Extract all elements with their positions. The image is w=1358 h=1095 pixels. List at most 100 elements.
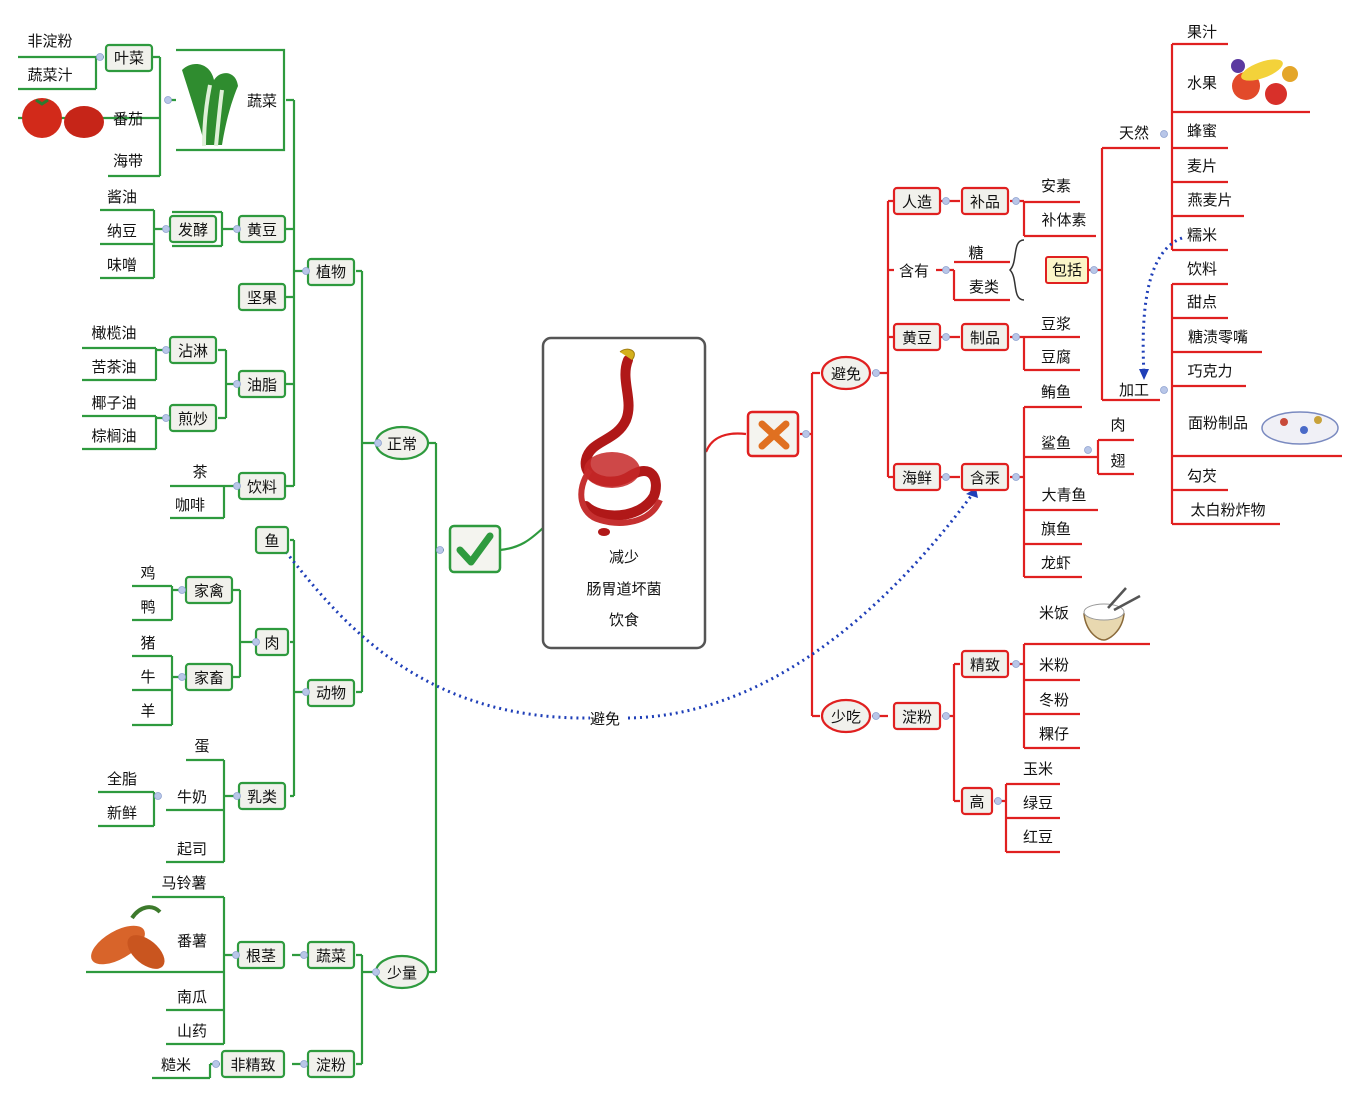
node-include-label: 包括 [1052,261,1082,279]
left-leaf-labels: 非淀粉 蔬菜汁 番茄 海带 酱油 纳豆 味噌 橄榄油 苦茶油 椰子油 棕榈油 茶… [27,32,209,1074]
cross-node[interactable] [746,410,800,458]
node-product[interactable] [960,322,1010,352]
leaf-lamb: 羊 [140,702,155,720]
node-poultry[interactable] [184,575,234,605]
node-refined[interactable] [960,649,1010,679]
leaf-veg-juice: 蔬菜汁 [27,66,72,84]
node-root-label: 根茎 [246,947,276,965]
leaf-coconut-oil: 椰子油 [91,394,136,412]
node-mercury[interactable] [960,462,1010,492]
node-starch[interactable] [306,1049,356,1079]
cross-icon [758,420,790,450]
leaf-fruit: 水果 [1187,74,1217,92]
leaf-honey: 蜂蜜 [1187,122,1217,140]
node-soybean-r[interactable] [892,322,942,352]
node-nuts-label: 坚果 [247,289,277,307]
node-dip[interactable] [168,335,218,365]
leaf-shark-meat: 肉 [1110,416,1125,434]
leaf-sugar: 糖 [968,244,983,262]
leaf-tofu: 豆腐 [1041,348,1071,366]
node-vegetable-label: 蔬菜 [247,92,277,110]
node-less-eat[interactable] [820,698,872,734]
node-supplement[interactable] [960,186,1010,216]
tomato-icon [22,98,104,138]
node-leafy-label: 叶菜 [114,49,144,67]
leaf-yam: 山药 [177,1022,207,1040]
node-unrefined-label: 非精致 [230,1056,275,1074]
node-fish-label: 鱼 [264,532,279,550]
leaf-juice: 果汁 [1187,23,1217,41]
leaf-wheat: 麦类 [969,278,999,296]
leaf-palm-oil: 棕榈油 [91,427,136,445]
node-veg2-label: 蔬菜 [316,947,346,965]
node-leafy[interactable] [104,43,154,73]
node-supplement-label: 补品 [970,193,1000,211]
node-dip-label: 沾淋 [178,342,208,360]
leaf-miso: 味噌 [107,256,137,274]
leaf-sweet-potato: 番薯 [177,932,207,950]
node-seafood[interactable] [892,462,942,492]
node-ferment-label: 发酵 [178,221,208,239]
leaf-tea: 茶 [192,463,207,481]
node-nuts[interactable] [237,282,287,312]
node-less-eat-label: 少吃 [831,708,861,726]
node-mercury-label: 含汞 [970,469,1000,487]
node-less-label: 少量 [387,964,417,982]
center-node[interactable]: 减少 肠胃道坏菌 饮食 [541,336,707,650]
right-boxed-nodes: 避免 少吃 人造 补品 含有 黄豆 制品 海鲜 含汞 包括 淀粉 精致 高 [820,186,1089,816]
node-high[interactable] [960,786,994,816]
node-refined-label: 精致 [970,656,1000,674]
node-drink-label: 饮料 [247,478,277,496]
leaf-oatmeal: 燕麦片 [1187,191,1232,209]
leaf-shark: 鲨鱼 [1041,434,1071,452]
left-boxed-nodes: 正常 少量 植物 动物 蔬菜 叶菜 黄豆 发酵 坚果 油脂 沾淋 煎炒 饮料 鱼… [104,43,430,1079]
leaf-brown-rice: 糙米 [161,1056,191,1074]
leaf-corn: 玉米 [1023,760,1053,778]
leaf-olive-oil: 橄榄油 [91,324,136,342]
node-artificial[interactable] [892,186,942,216]
leaf-kelp: 海带 [113,152,143,170]
node-avoid[interactable] [820,355,872,391]
node-livestock-label: 家畜 [194,669,224,687]
check-icon [456,532,494,566]
leaf-cheese: 起司 [177,840,207,858]
leaf-beverage: 饮料 [1187,260,1217,278]
leaf-rice-noodle: 米粉 [1039,656,1069,674]
bok-choy-icon [182,64,238,147]
node-high-label: 高 [969,793,984,811]
leaf-soymilk: 豆浆 [1041,315,1071,333]
node-fry-label: 煎炒 [178,410,208,428]
leaf-chocolate: 巧克力 [1187,362,1232,380]
digestive-tract-icon [578,348,663,536]
pastry-icon [1261,411,1339,445]
check-node[interactable] [448,524,502,574]
leaf-natto: 纳豆 [107,222,137,240]
leaf-processed: 加工 [1119,381,1149,399]
node-seafood-label: 海鲜 [902,469,932,487]
leaf-shark-fin: 翅 [1110,452,1125,470]
node-meat-label: 肉 [264,634,279,652]
node-starch-r[interactable] [892,701,942,731]
node-fish[interactable] [254,525,290,555]
leaf-tea-oil: 苦茶油 [91,358,136,376]
leaf-duck: 鸭 [140,598,155,616]
node-veg2[interactable] [306,940,356,970]
node-fry[interactable] [168,403,218,433]
node-livestock[interactable] [184,662,234,692]
leaf-fresh: 新鲜 [107,804,137,822]
node-unrefined[interactable] [220,1049,286,1079]
leaf-anso: 安素 [1041,177,1071,195]
center-title-line1: 减少 [609,548,639,566]
node-ferment[interactable] [168,214,218,244]
right-leaf-labels: 安素 补体素 糖 麦类 豆浆 豆腐 鲔鱼 鲨鱼 肉 翅 大青鱼 旗鱼 龙虾 天然… [968,23,1265,846]
node-include[interactable] [1045,256,1089,284]
leaf-cereal: 麦片 [1187,157,1217,175]
leaf-kueh: 粿仔 [1039,725,1069,743]
leaf-red-bean: 红豆 [1023,828,1053,846]
leaf-natural: 天然 [1119,124,1149,142]
leaf-butisu: 补体素 [1041,211,1086,229]
node-plant-label: 植物 [316,263,346,281]
node-starch-label: 淀粉 [316,1056,346,1074]
brace [1008,239,1025,301]
